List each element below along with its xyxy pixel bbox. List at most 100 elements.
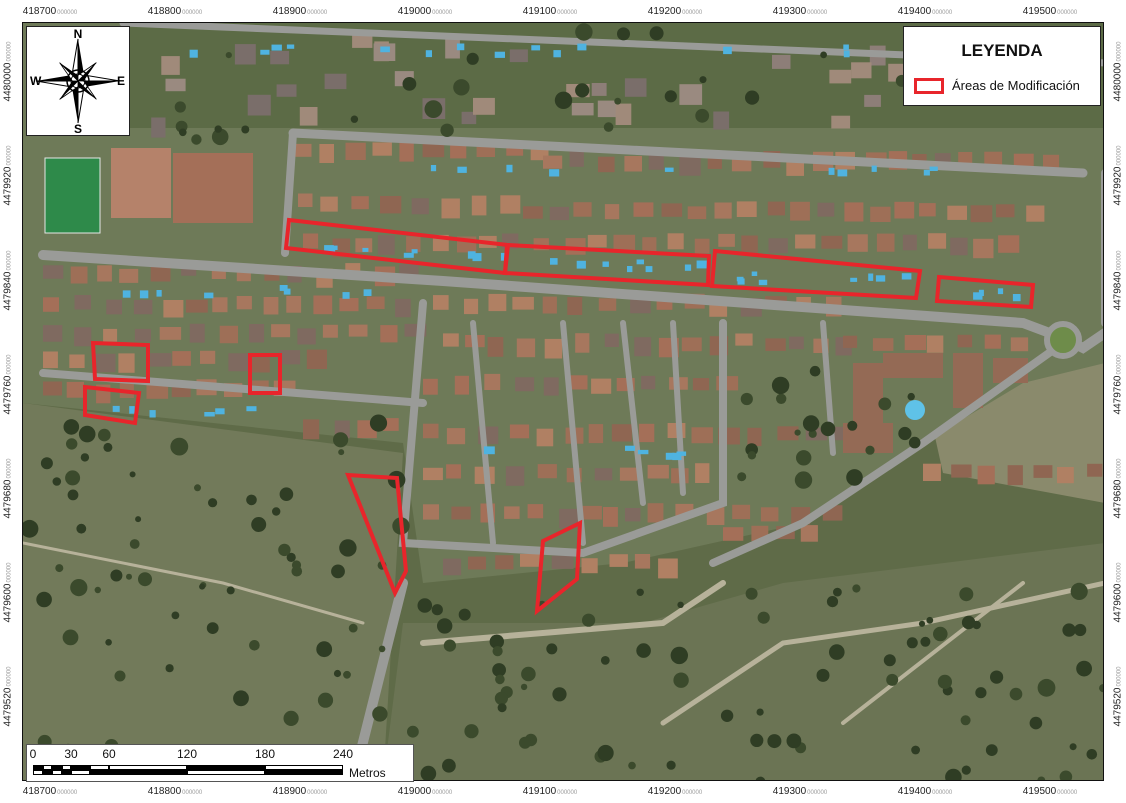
- y-tick-decimals: 000000: [1116, 354, 1123, 375]
- tree: [603, 122, 614, 132]
- roof: [736, 201, 757, 217]
- roof: [423, 504, 439, 520]
- scale-label-30: 30: [64, 747, 78, 761]
- pool: [550, 258, 558, 265]
- tree: [286, 552, 296, 563]
- roof: [591, 83, 607, 96]
- roof: [864, 94, 881, 107]
- roof: [69, 354, 85, 368]
- pool: [736, 276, 744, 282]
- pool: [828, 167, 835, 175]
- y-tick-right-3: 4479760000000: [1113, 355, 1124, 415]
- roof: [423, 423, 439, 439]
- roof: [735, 333, 753, 346]
- tree: [225, 52, 232, 59]
- tree: [554, 91, 573, 110]
- roof: [633, 202, 654, 217]
- pool: [149, 410, 156, 418]
- pool: [758, 279, 768, 286]
- pool: [472, 253, 482, 262]
- modification-area-swatch-icon: [914, 78, 944, 94]
- x-tick-value: 418800: [147, 786, 182, 797]
- tree: [1037, 776, 1046, 780]
- tree: [546, 643, 558, 655]
- north-arrow: N S E W: [26, 26, 130, 136]
- roof: [446, 464, 461, 479]
- roof: [604, 333, 619, 347]
- tree: [65, 470, 81, 486]
- roof: [998, 235, 1020, 253]
- roof: [352, 33, 373, 48]
- tree: [820, 421, 836, 437]
- roof: [624, 156, 642, 172]
- roof: [624, 78, 647, 97]
- tree: [246, 494, 257, 506]
- pool: [1012, 294, 1021, 302]
- roof: [423, 378, 438, 395]
- x-tick-bottom-0: 418700000000: [23, 786, 77, 797]
- pool: [577, 43, 587, 51]
- tree: [350, 115, 359, 123]
- tree: [776, 393, 787, 404]
- roof: [847, 234, 868, 252]
- roof: [977, 465, 995, 485]
- tree: [959, 587, 974, 602]
- roof: [648, 155, 664, 170]
- roof: [450, 145, 467, 159]
- tree: [771, 376, 790, 395]
- roof: [695, 463, 710, 483]
- roof: [843, 335, 858, 348]
- roof: [523, 206, 543, 219]
- x-tick-bottom-5: 419200000000: [648, 786, 702, 797]
- pool: [664, 167, 674, 172]
- roof: [520, 553, 541, 567]
- roof: [43, 297, 59, 312]
- x-tick-top-2: 418900000000: [273, 6, 327, 17]
- x-tick-bottom-6: 419300000000: [773, 786, 827, 797]
- tree: [786, 733, 802, 749]
- x-tick-decimals: 000000: [932, 10, 953, 16]
- tree: [103, 442, 113, 452]
- x-tick-top-6: 419300000000: [773, 6, 827, 17]
- roof: [303, 419, 320, 440]
- roof: [543, 155, 563, 169]
- pool: [636, 259, 644, 265]
- tree: [331, 564, 345, 579]
- tree: [740, 392, 753, 406]
- roof: [658, 558, 678, 579]
- roof: [488, 293, 507, 312]
- tree: [105, 639, 112, 646]
- x-tick-value: 418700: [22, 6, 57, 17]
- pool: [286, 44, 295, 49]
- tree: [846, 469, 863, 486]
- roof: [293, 143, 312, 157]
- x-tick-decimals: 000000: [57, 790, 78, 796]
- roof: [95, 353, 116, 373]
- x-tick-decimals: 000000: [57, 10, 78, 16]
- x-tick-value: 418800: [147, 6, 182, 17]
- roof: [706, 507, 725, 525]
- pool: [531, 45, 541, 51]
- compass-north: N: [74, 27, 83, 41]
- tree: [442, 758, 456, 773]
- roof: [573, 202, 592, 217]
- tree: [636, 643, 651, 658]
- building: [853, 363, 883, 423]
- tree: [911, 745, 920, 755]
- tree: [191, 134, 202, 145]
- tree: [55, 564, 64, 573]
- modification-area-3: [709, 248, 923, 301]
- roof: [747, 427, 762, 446]
- roof: [473, 97, 495, 115]
- tree: [582, 613, 596, 627]
- tree: [600, 656, 610, 665]
- pool: [929, 166, 938, 171]
- roof: [339, 298, 359, 312]
- y-tick-left-3: 4479760000000: [3, 355, 14, 415]
- aerial-map[interactable]: [22, 22, 1104, 781]
- roof: [172, 351, 191, 366]
- tree: [575, 83, 590, 98]
- tree: [78, 425, 96, 443]
- scale-units: Metros: [349, 766, 386, 780]
- x-tick-bottom-1: 418800000000: [148, 786, 202, 797]
